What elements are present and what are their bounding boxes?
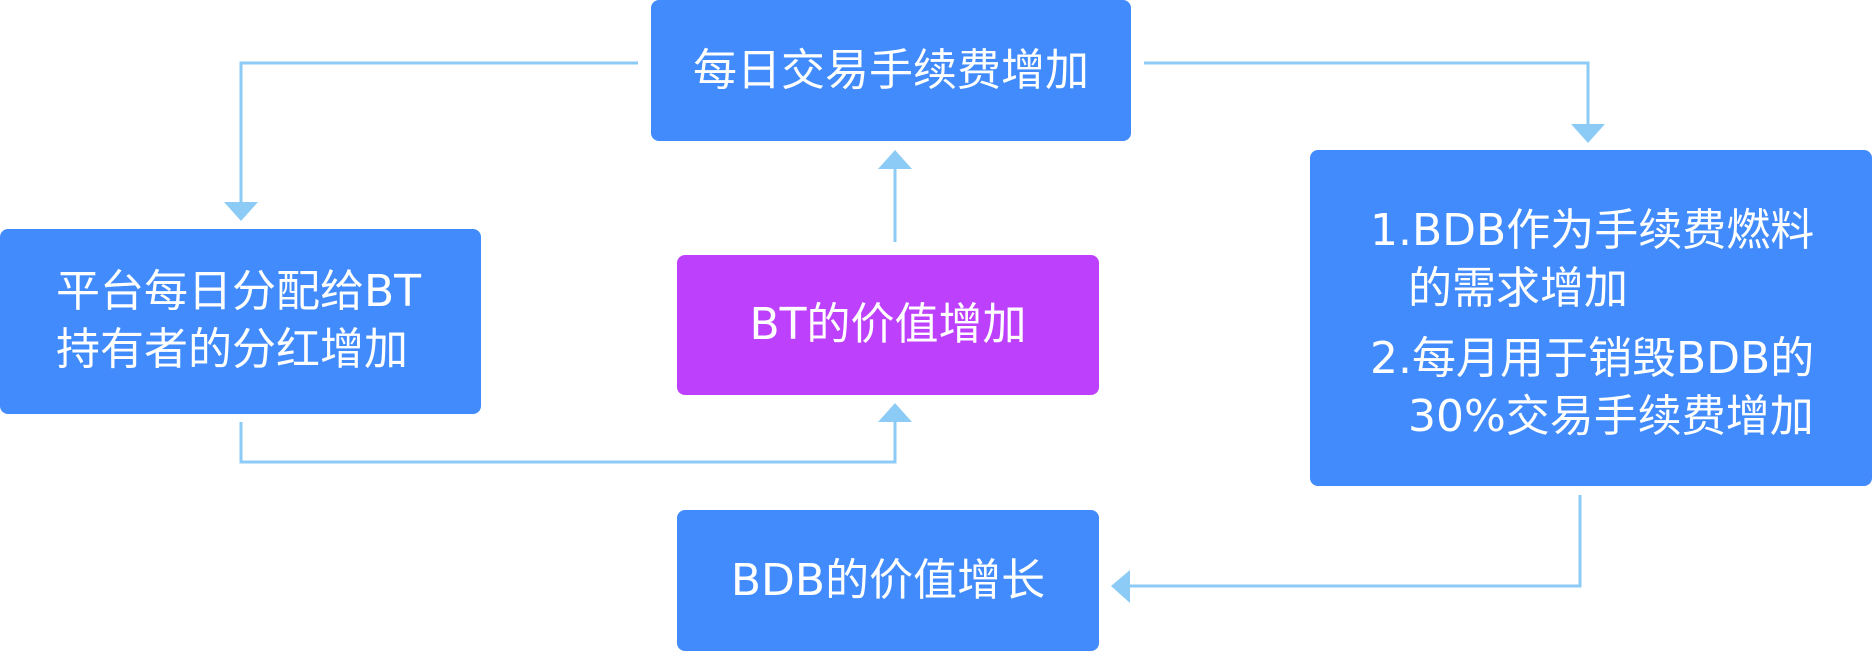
arrowhead-down-left-icon — [224, 202, 258, 221]
node-bdb-value-label: BDB的价值增长 — [730, 554, 1046, 606]
node-daily-fees-label: 每日交易手续费增加 — [693, 44, 1089, 96]
connector-bdb-demand-to-bdb-value — [1130, 495, 1582, 588]
node-bdb-demand-item-1-line-2: 的需求增加 — [1408, 263, 1628, 314]
node-bdb-value-growth: BDB的价值增长 — [677, 510, 1099, 651]
connector-fees-to-bdb-demand — [1144, 61, 1590, 127]
node-bdb-demand-item-2-line-1: 2.每月用于销毁BDB的 — [1370, 333, 1815, 384]
connector-dividends-to-bt-value — [239, 422, 897, 464]
node-bt-value-increase: BT的价值增加 — [677, 255, 1099, 395]
arrowhead-left-bottom-icon — [1111, 570, 1130, 603]
node-platform-dividends-line-1: 平台每日分配给BT — [56, 266, 422, 317]
arrowhead-up-lower-icon — [878, 403, 912, 422]
connector-fees-to-dividends — [239, 61, 638, 205]
node-bdb-demand-item-2-line-2: 30%交易手续费增加 — [1408, 391, 1814, 442]
node-bdb-demand: 1.BDB作为手续费燃料 的需求增加 2.每月用于销毁BDB的 30%交易手续费… — [1310, 150, 1872, 486]
node-daily-fees-increase: 每日交易手续费增加 — [651, 0, 1131, 141]
arrowhead-down-right-icon — [1571, 124, 1605, 143]
arrowhead-up-upper-icon — [878, 150, 912, 169]
node-bt-value-label: BT的价值增加 — [749, 299, 1027, 350]
node-platform-dividends-line-2: 持有者的分红增加 — [56, 324, 408, 375]
node-platform-dividends: 平台每日分配给BT 持有者的分红增加 — [0, 229, 481, 414]
node-bdb-demand-item-1-line-1: 1.BDB作为手续费燃料 — [1370, 205, 1815, 256]
